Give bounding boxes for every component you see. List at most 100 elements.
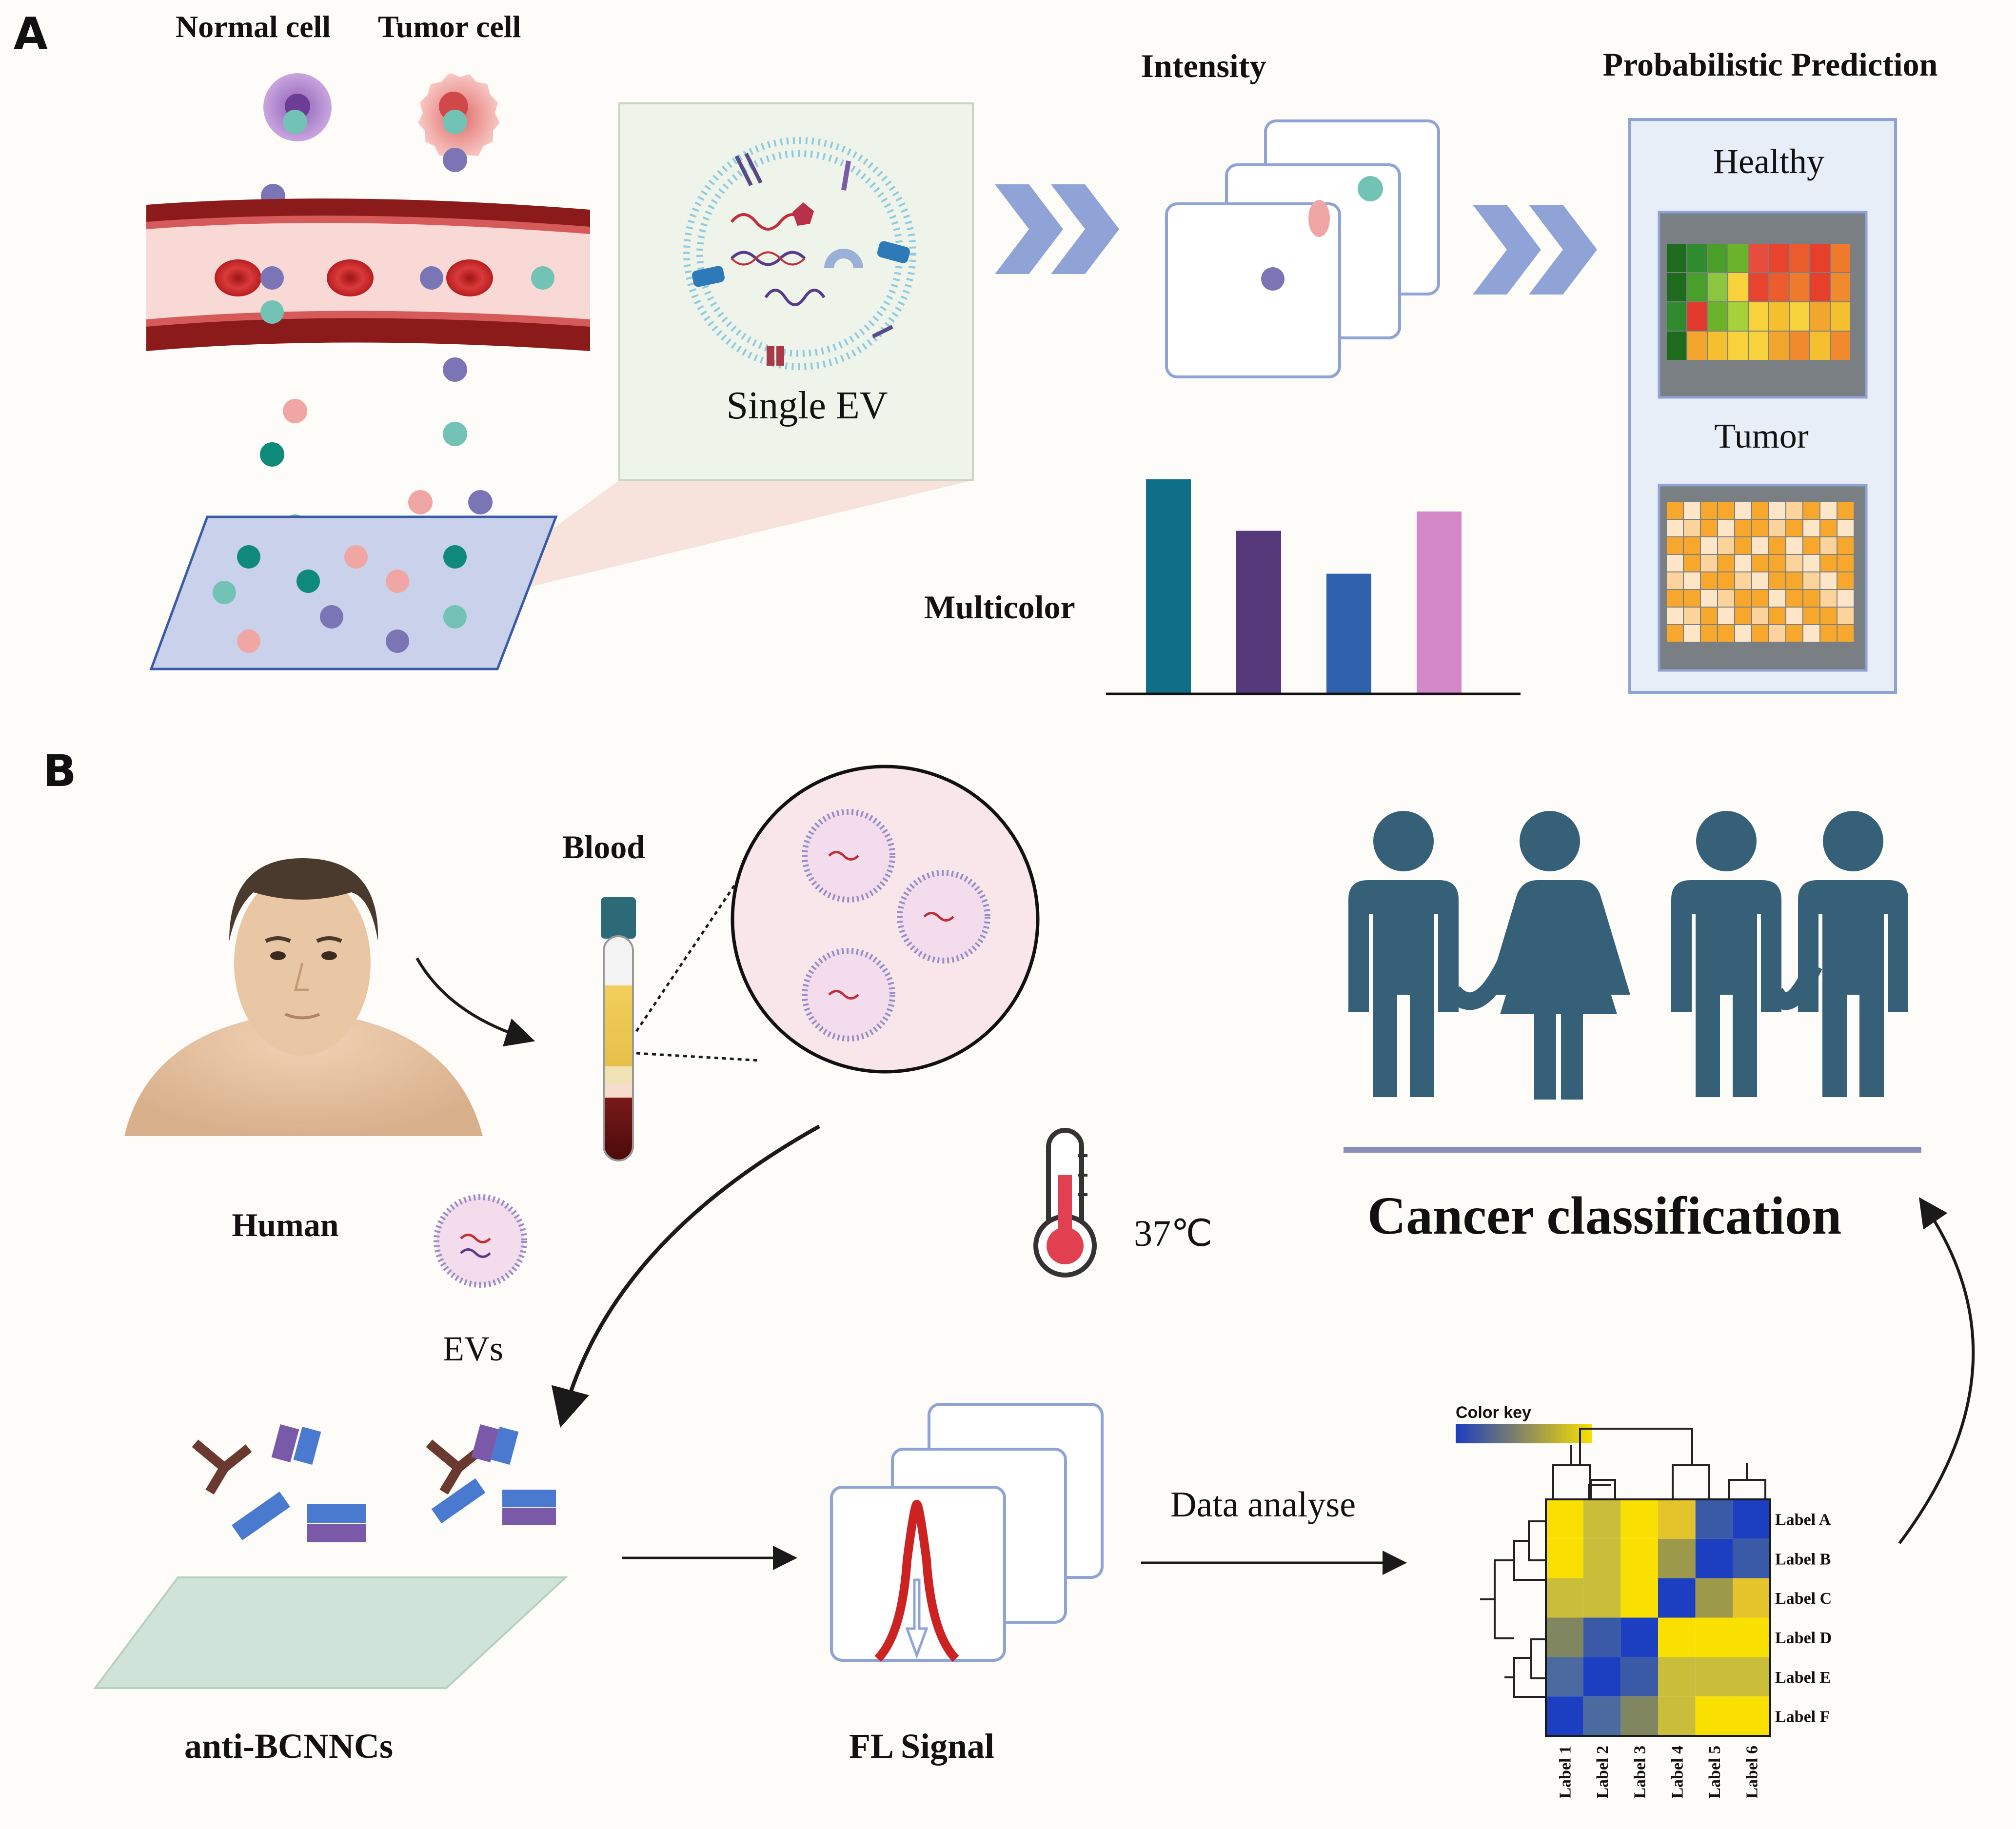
cluster-heatmap-cell — [1695, 1499, 1733, 1539]
temperature-label: 37℃ — [1134, 1213, 1212, 1254]
tumor-heatmap-cell — [1803, 590, 1819, 607]
healthy-heatmap-cell — [1831, 302, 1850, 331]
cluster-heatmap-cell — [1695, 1538, 1733, 1578]
row-label: Label E — [1775, 1669, 1831, 1687]
healthy-heatmap-cell — [1769, 273, 1789, 301]
healthy-heatmap-cell — [1769, 332, 1789, 360]
chevron-arrow-1 — [995, 184, 1119, 274]
tumor-heatmap-cell — [1735, 555, 1751, 571]
tumor-heatmap-cell — [1769, 590, 1785, 607]
tumor-heatmap-cell — [1769, 537, 1785, 554]
tumor-cell-label: Tumor cell — [378, 9, 521, 44]
cluster-heatmap-cell — [1621, 1578, 1658, 1618]
cluster-heatmap-cell — [1546, 1696, 1583, 1736]
multicolor-bar-4 — [1417, 511, 1462, 694]
tumor-heatmap-cell — [1667, 520, 1683, 536]
healthy-heatmap-cell — [1769, 244, 1789, 272]
cluster-heatmap-cell — [1733, 1578, 1770, 1618]
tumor-heatmap-cell — [1667, 608, 1683, 624]
tumor-heatmap-cell — [1735, 572, 1751, 589]
normal-cell-icon — [263, 73, 332, 141]
cluster-heatmap-cell — [1658, 1617, 1696, 1657]
zoom-line-2 — [636, 1052, 761, 1062]
tumor-heatmap-cell — [1701, 572, 1717, 589]
capture-slide-b — [93, 1576, 569, 1689]
tumor-heatmap-cell — [1786, 625, 1802, 642]
intensity-label: Intensity — [1141, 47, 1266, 84]
tumor-heatmap-cell — [1769, 608, 1785, 624]
tumor-heatmap-cell — [1820, 572, 1837, 589]
tumor-heatmap-cell — [1786, 537, 1802, 554]
capture-slide — [149, 515, 558, 670]
healthy-heatmap-cell — [1790, 273, 1809, 301]
column-dendrogram — [1552, 1428, 1766, 1499]
healthy-heatmap-cell — [1769, 302, 1789, 331]
tumor-heatmap-cell — [1701, 537, 1717, 554]
tumor-heatmap-cell — [1718, 608, 1734, 624]
cluster-heatmap-cell — [1583, 1696, 1621, 1736]
tumor-heatmap-cell — [1786, 590, 1802, 607]
healthy-heatmap-cell — [1708, 244, 1727, 272]
column-label: Label 6 — [1743, 1746, 1761, 1799]
tumor-heatmap-cell — [1752, 572, 1768, 589]
arrow-to-classification — [1898, 1197, 1975, 1544]
tumor-heatmap-cell — [1701, 625, 1717, 642]
healthy-heatmap-cell — [1810, 273, 1830, 301]
tumor-heatmap-cell — [1701, 555, 1717, 571]
multicolor-bar-3 — [1326, 573, 1371, 694]
healthy-heatmap-cell — [1728, 244, 1748, 272]
tumor-heatmap-cell — [1838, 537, 1854, 554]
cluster-heatmap-cell — [1546, 1499, 1583, 1539]
cluster-heatmap-cell — [1621, 1538, 1658, 1578]
single-ev-label: Single EV — [726, 384, 888, 427]
column-label: Label 5 — [1706, 1746, 1724, 1799]
healthy-heatmap-cell — [1810, 302, 1830, 331]
healthy-heatmap-cell — [1667, 244, 1686, 272]
evs-icon — [434, 1194, 527, 1288]
tumor-heatmap-cell — [1718, 502, 1734, 519]
tumor-heatmap-cell — [1718, 555, 1734, 571]
healthy-heatmap-cell — [1728, 273, 1748, 301]
tumor-heatmap-cell — [1803, 625, 1819, 642]
tumor-heatmap-cell — [1786, 572, 1802, 589]
cluster-heatmap-cell — [1733, 1538, 1770, 1578]
healthy-heatmap-cell — [1667, 332, 1686, 360]
tumor-heatmap-cell — [1786, 555, 1802, 571]
color-key-label: Color key — [1456, 1403, 1531, 1422]
tumor-heatmap-cell — [1820, 608, 1837, 624]
cluster-heatmap-cell — [1658, 1578, 1696, 1618]
row-label: Label D — [1775, 1629, 1832, 1647]
blood-label: Blood — [562, 828, 645, 865]
tumor-heatmap-cell — [1718, 572, 1734, 589]
healthy-heatmap-cell — [1749, 302, 1768, 331]
cluster-heatmap-cell — [1621, 1499, 1658, 1539]
ev-zoom-circle — [731, 765, 1040, 1074]
fl-signal-frames — [830, 1403, 1104, 1662]
tumor-heatmap-cell — [1752, 520, 1768, 536]
fl-signal-label: FL Signal — [849, 1727, 994, 1766]
tumor-heatmap-cell — [1667, 572, 1683, 589]
panel-a-letter: A — [14, 8, 48, 59]
healthy-heatmap-cell — [1687, 332, 1707, 360]
tumor-heatmap-cell — [1752, 537, 1768, 554]
tumor-heatmap-cell — [1718, 590, 1734, 607]
tumor-heatmap-cell — [1838, 625, 1854, 642]
row-label: Label F — [1775, 1708, 1830, 1726]
healthy-heatmap-cell — [1790, 244, 1809, 272]
tumor-heatmap-cell — [1838, 608, 1854, 624]
cluster-heatmap-cell — [1621, 1617, 1658, 1657]
evs-label: EVs — [443, 1329, 503, 1368]
tumor-heatmap-cell — [1820, 520, 1837, 536]
tumor-heatmap-cell — [1684, 590, 1700, 607]
cluster-heatmap — [1546, 1499, 1770, 1736]
tumor-heatmap-cell — [1752, 608, 1768, 624]
tumor-heatmap-cell — [1718, 625, 1734, 642]
tumor-heatmap-cell — [1820, 537, 1837, 554]
healthy-heatmap-cell — [1749, 332, 1768, 360]
chevron-arrow-2 — [1473, 205, 1597, 295]
tumor-heatmap-cell — [1718, 520, 1734, 536]
ev-dots-falling — [260, 357, 493, 539]
tumor-heatmap-cell — [1838, 502, 1854, 519]
prediction-title: Probabilistic Prediction — [1603, 46, 1938, 83]
tumor-heatmap-cell — [1838, 555, 1854, 571]
